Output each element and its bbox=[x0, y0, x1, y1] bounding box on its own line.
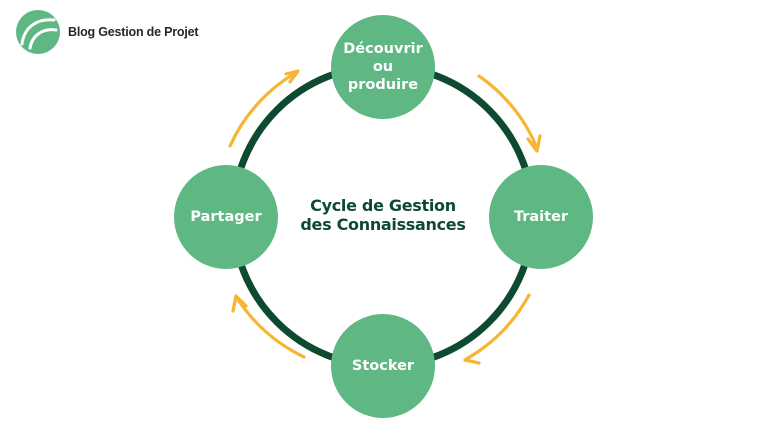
curved-arrow-icon bbox=[477, 74, 539, 150]
stage-node-decouvrir: Découvrir ou produire bbox=[331, 15, 435, 119]
leaf-logo-icon bbox=[16, 10, 60, 54]
stage-label: Partager bbox=[190, 209, 262, 225]
arrow-head-icon bbox=[463, 351, 481, 365]
stage-label: Stocker bbox=[351, 358, 415, 374]
stage-label: Découvrir ou produire bbox=[343, 41, 423, 93]
stage-node-traiter: Traiter bbox=[489, 165, 593, 269]
brand-header: Blog Gestion de Projet bbox=[14, 8, 199, 56]
arrow-head-icon bbox=[284, 69, 300, 84]
curved-arrow-icon bbox=[228, 70, 299, 148]
curved-arrow-icon bbox=[466, 293, 531, 360]
brand-name: Blog Gestion de Projet bbox=[68, 25, 199, 39]
stage-node-stocker: Stocker bbox=[331, 314, 435, 418]
arrow-head-icon bbox=[526, 134, 542, 153]
curved-arrow-icon bbox=[235, 296, 306, 359]
arrow-head-icon bbox=[231, 294, 248, 313]
stage-node-partager: Partager bbox=[174, 165, 278, 269]
cycle-title: Cycle de Gestion des Connaissances bbox=[300, 196, 466, 234]
stage-label: Traiter bbox=[513, 209, 569, 225]
